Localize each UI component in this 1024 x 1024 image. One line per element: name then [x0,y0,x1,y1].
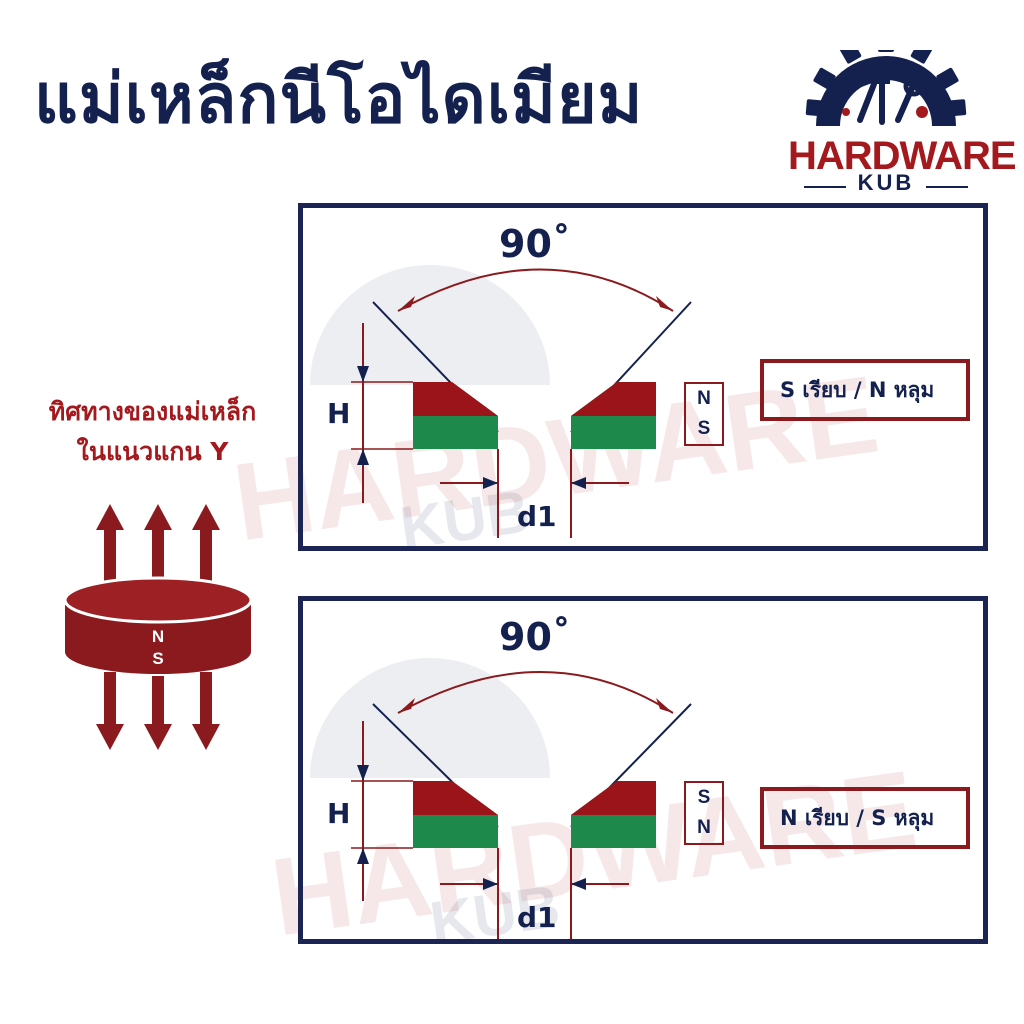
pole-bottom: S [697,418,711,439]
angle-label: 90˚ [499,615,571,659]
logo-brand: HARDWARE [788,134,1017,178]
pole-indicator: N S [684,382,724,446]
pole-top: N [697,388,711,409]
watermark-gear-icon [310,265,550,385]
pole-bottom: N [697,817,711,838]
disc-pole-n: N [152,627,164,646]
page-title: แม่เหล็กนีโอไดเมียม [34,60,644,139]
down-arrows-icon [96,672,220,750]
logo-divider-left [804,186,846,188]
angle-label: 90˚ [499,222,571,266]
axis-direction-subtitle: ในแนวแกน Y [76,437,229,466]
disc-pole-s: S [152,649,163,668]
disc-magnet-illustration: N S [63,504,253,750]
logo-divider-right [926,186,968,188]
diameter-label: d1 [517,500,557,533]
disc-magnet [63,576,253,674]
countersunk-panel-1: 90˚ H d1 N S S เรียบ / N หลุม [298,203,988,551]
pole-description: N เรียบ / S หลุม [760,787,970,849]
axis-direction-title: ทิศทางของแม่เหล็ก [48,397,257,426]
up-arrows-icon [96,504,220,582]
diameter-label: d1 [517,901,557,934]
gear-tools-icon [805,34,967,126]
logo-sub: KUB [857,170,915,195]
countersunk-diagram-1 [351,268,692,538]
pole-description: S เรียบ / N หลุม [760,359,970,421]
pole-indicator: S N [684,781,724,845]
countersunk-diagram-2 [351,671,692,939]
countersunk-panel-2: 90˚ H d1 S N N เรียบ / S หลุม [298,596,988,944]
height-label: H [327,797,351,830]
watermark-gear-icon [310,658,550,778]
height-label: H [327,397,351,430]
pole-top: S [697,787,711,808]
hardware-kub-logo: HARDWARE KUB [788,34,1017,200]
